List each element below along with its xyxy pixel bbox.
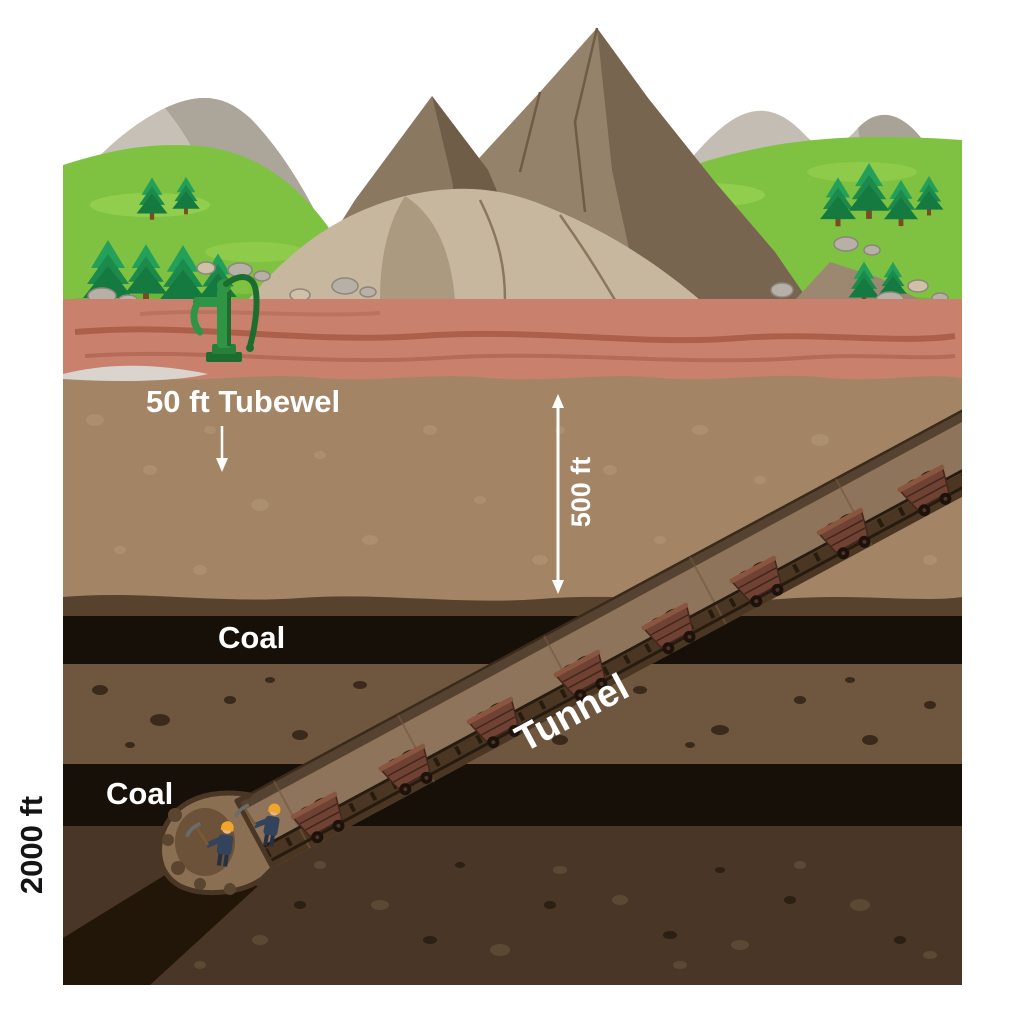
tubewell-arrow-down-icon: [216, 426, 228, 472]
cave-rocks: [162, 808, 236, 895]
rail-inner: [262, 469, 962, 849]
hand-pump: [190, 274, 260, 362]
label-500ft: 500 ft: [566, 457, 596, 528]
label-coal-lower: Coal: [106, 776, 173, 811]
labels: 50 ft Tubewel 500 ft Coal Coal Tunnel 20…: [14, 384, 636, 894]
label-tubewell: 50 ft Tubewel: [146, 384, 340, 419]
foreground-hill: [248, 188, 700, 300]
rail-outer: [269, 486, 962, 863]
main-mountain: [248, 27, 920, 301]
surface-gray-patch: [63, 365, 208, 382]
tunnel: [63, 409, 962, 985]
label-coal-upper: Coal: [218, 620, 285, 655]
main-peak-shadow: [597, 28, 808, 300]
tunnel-roof-edge: [237, 410, 962, 811]
tunnel-floor: [262, 472, 962, 868]
tunnel-shadow-wedge: [63, 872, 258, 985]
soil-speckles-deep: [114, 861, 937, 969]
depth-500-arrow-icon: [552, 394, 564, 594]
label-2000ft: 2000 ft: [14, 796, 49, 894]
